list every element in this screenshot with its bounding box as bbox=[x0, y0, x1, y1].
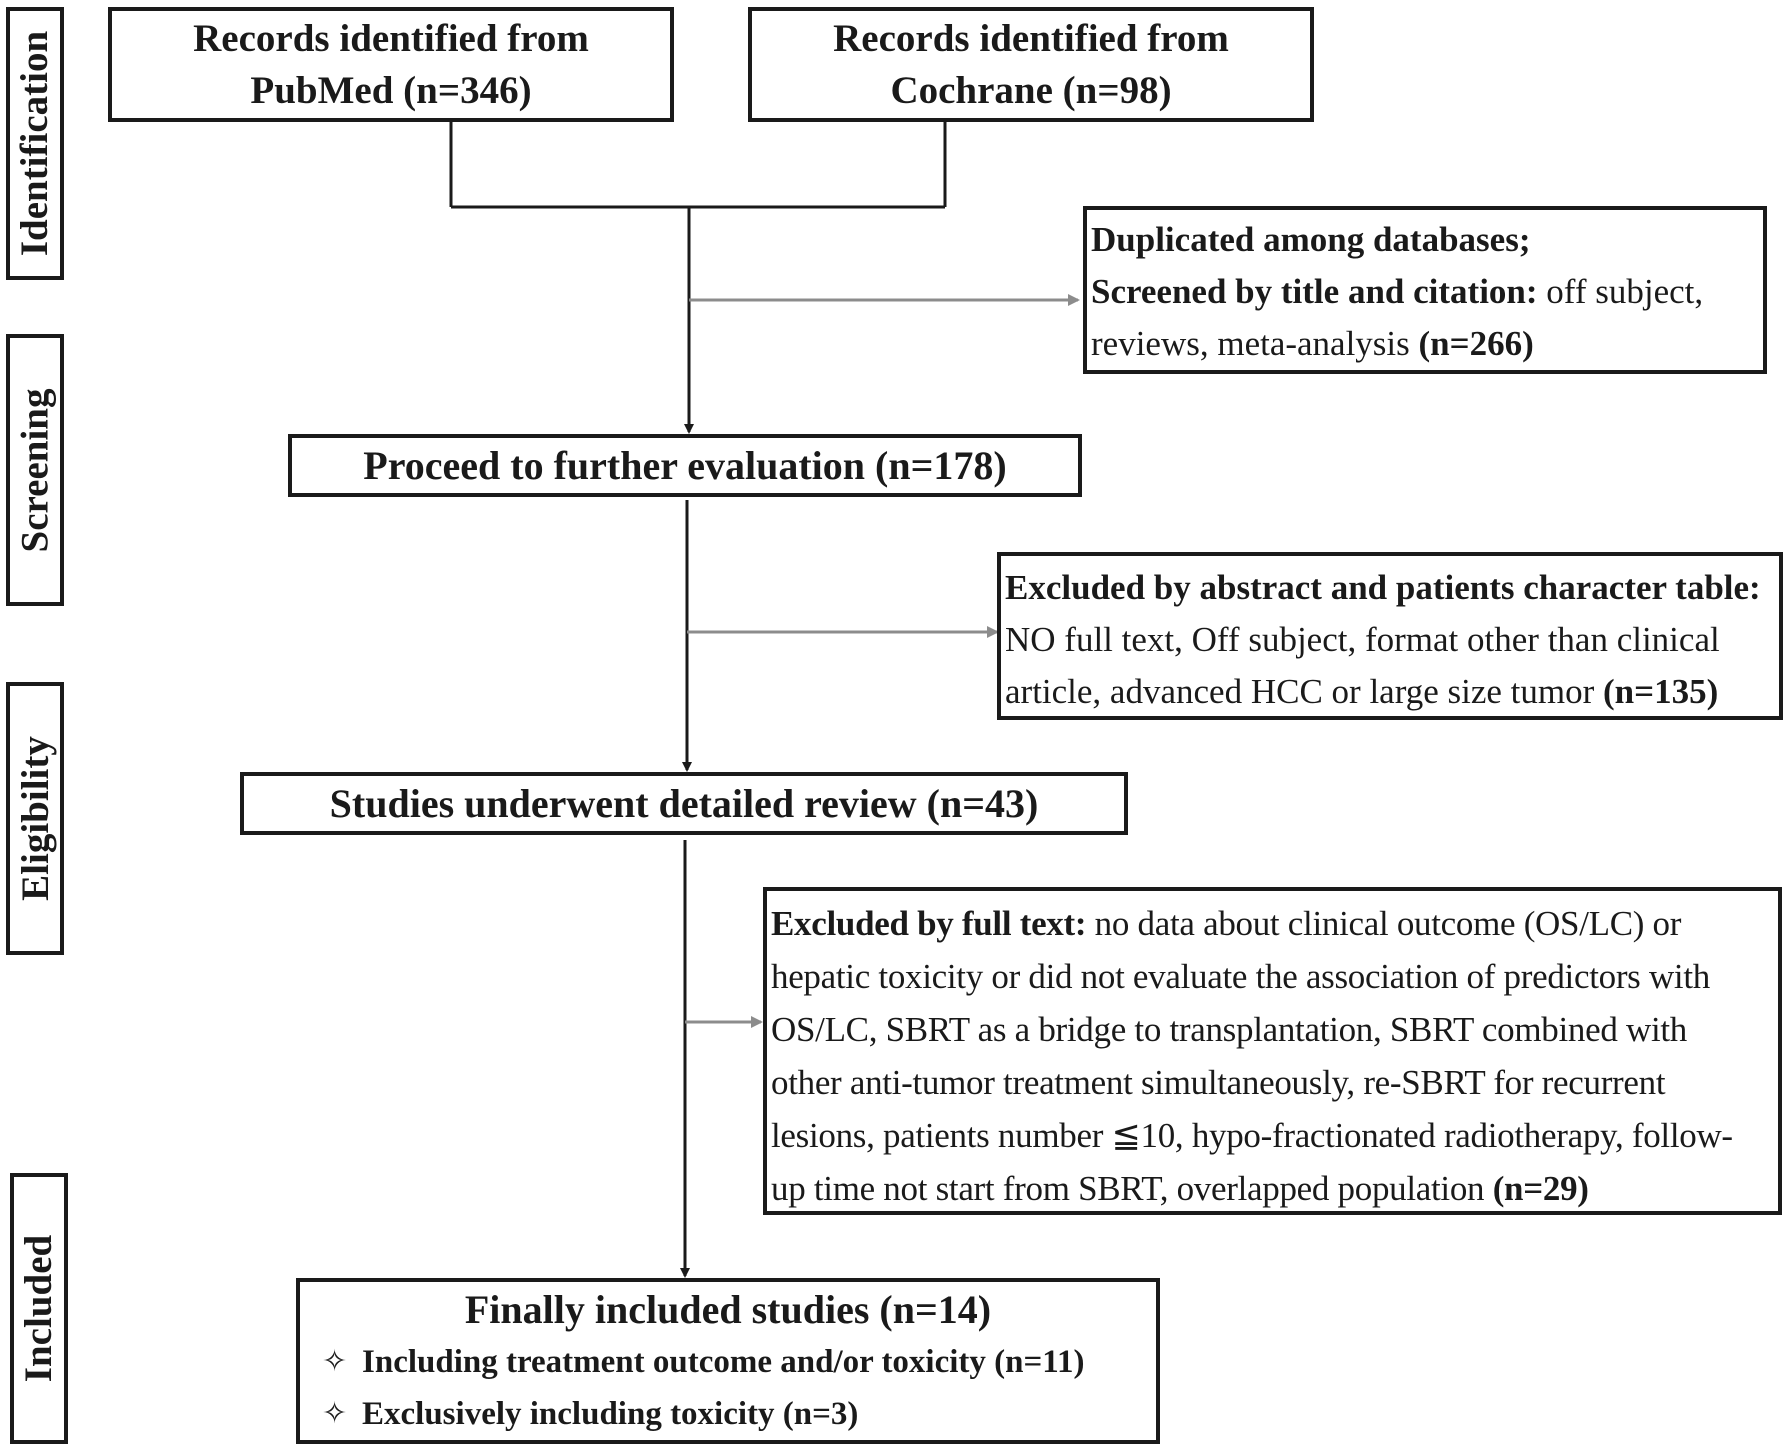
final-included-title: Finally included studies (n=14) bbox=[464, 1287, 992, 1332]
excluded-abstract-line3: article, advanced HCC or large size tumo… bbox=[1005, 672, 1719, 711]
excluded-abstract-line2: NO full text, Off subject, format other … bbox=[1005, 620, 1720, 659]
sparkle-bullet-icon: ✧ bbox=[322, 1397, 348, 1430]
phase-eligibility-label: Eligibility bbox=[6, 682, 64, 955]
excluded-fulltext-line2: hepatic toxicity or did not evaluate the… bbox=[771, 957, 1710, 996]
duplicated-line1: Duplicated among databases; bbox=[1091, 220, 1531, 259]
excluded-fulltext-line4: other anti-tumor treatment simultaneousl… bbox=[771, 1063, 1666, 1102]
cochrane-records-box: Records identified from Cochrane (n=98) bbox=[748, 7, 1314, 122]
excluded-fulltext-line6: up time not start from SBRT, overlapped … bbox=[771, 1169, 1589, 1208]
detailed-review-box: Studies underwent detailed review (n=43) bbox=[240, 772, 1128, 835]
proceed-evaluation-box: Proceed to further evaluation (n=178) bbox=[288, 434, 1082, 497]
duplicated-line3: reviews, meta-analysis (n=266) bbox=[1091, 324, 1534, 363]
excluded-fulltext-line5: lesions, patients number ≦10, hypo-fract… bbox=[771, 1116, 1733, 1155]
phase-screening-label: Screening bbox=[6, 334, 64, 606]
excluded-abstract-line1: Excluded by abstract and patients charac… bbox=[1005, 568, 1761, 607]
phase-included-label: Included bbox=[10, 1173, 68, 1444]
pubmed-box-line2: PubMed (n=346) bbox=[250, 68, 532, 112]
proceed-box-text: Proceed to further evaluation (n=178) bbox=[363, 442, 1007, 488]
final-included-item-2: ✧ Exclusively including toxicity (n=3) bbox=[300, 1388, 1156, 1440]
duplicated-excluded-box: Duplicated among databases; Screened by … bbox=[1083, 206, 1767, 374]
detailed-review-text: Studies underwent detailed review (n=43) bbox=[329, 780, 1039, 826]
excluded-fulltext-line1: Excluded by full text: no data about cli… bbox=[771, 904, 1682, 943]
excluded-fulltext-line3: OS/LC, SBRT as a bridge to transplantati… bbox=[771, 1010, 1688, 1049]
cochrane-box-line2: Cochrane (n=98) bbox=[890, 68, 1172, 112]
source-merge-connector bbox=[449, 120, 947, 209]
pubmed-box-line1: Records identified from bbox=[193, 16, 589, 60]
duplicated-line2: Screened by title and citation: off subj… bbox=[1091, 272, 1704, 311]
pubmed-records-box: Records identified from PubMed (n=346) bbox=[108, 7, 674, 122]
final-included-box: Finally included studies (n=14) ✧ Includ… bbox=[296, 1278, 1160, 1444]
excluded-fulltext-box: Excluded by full text: no data about cli… bbox=[763, 887, 1782, 1215]
sparkle-bullet-icon: ✧ bbox=[322, 1345, 348, 1378]
excluded-abstract-box: Excluded by abstract and patients charac… bbox=[997, 552, 1783, 720]
phase-identification-label: Identification bbox=[6, 7, 64, 280]
final-included-item-1: ✧ Including treatment outcome and/or tox… bbox=[300, 1336, 1156, 1388]
cochrane-box-line1: Records identified from bbox=[833, 16, 1229, 60]
final-included-item-1-text: Including treatment outcome and/or toxic… bbox=[362, 1344, 1085, 1380]
final-included-item-2-text: Exclusively including toxicity (n=3) bbox=[362, 1396, 859, 1432]
